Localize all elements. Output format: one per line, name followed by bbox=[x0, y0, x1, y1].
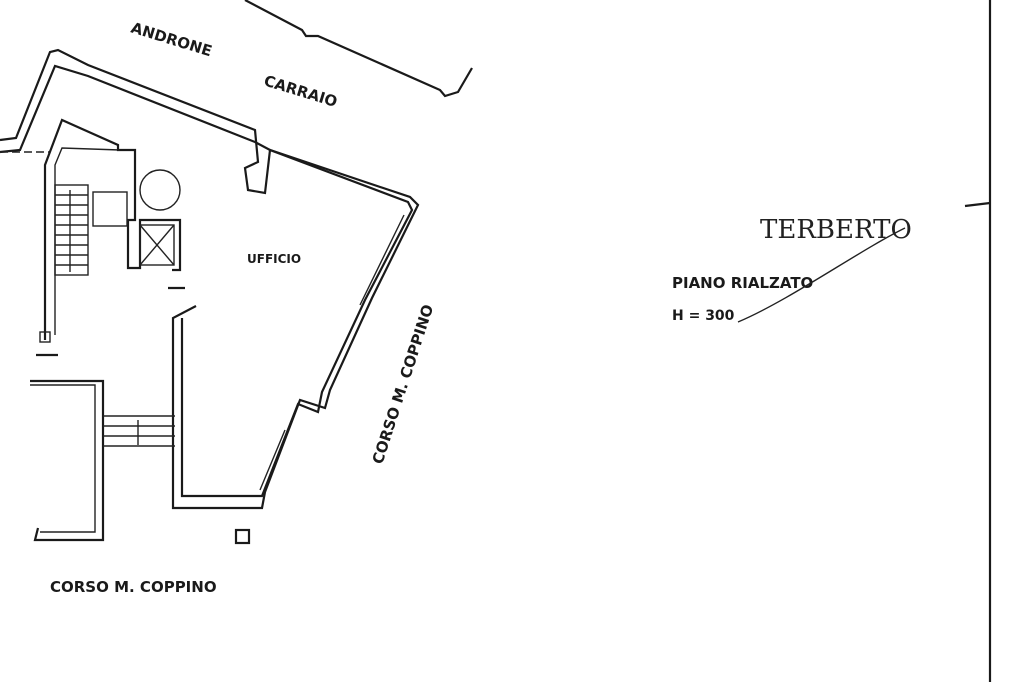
window bbox=[359, 214, 405, 306]
elevator-shaft bbox=[139, 224, 175, 266]
corridor-wall bbox=[244, 0, 473, 98]
room-label-ufficio: UFFICIO bbox=[247, 252, 301, 266]
label-height: H = 300 bbox=[672, 308, 735, 324]
staircase bbox=[54, 184, 89, 276]
pillar bbox=[39, 331, 51, 343]
stair-core-wall bbox=[43, 118, 182, 340]
window bbox=[259, 429, 286, 491]
landing-grid bbox=[92, 191, 128, 227]
label-floor: PIANO RIALZATO bbox=[672, 274, 813, 292]
label-street-bottom: CORSO M. COPPINO bbox=[50, 578, 217, 596]
lower-left-inner bbox=[30, 384, 96, 533]
border-tick bbox=[964, 201, 991, 208]
outer-wall bbox=[0, 48, 420, 510]
label-androne: ANDRONE bbox=[129, 19, 214, 61]
label-street-side: CORSO M. COPPINO bbox=[369, 302, 438, 466]
pillar bbox=[234, 528, 251, 545]
entrance-steps bbox=[103, 415, 175, 447]
lower-left-wall bbox=[30, 379, 105, 542]
tank-circle bbox=[139, 169, 181, 211]
label-carraio: CARRAIO bbox=[262, 72, 340, 111]
signature-stroke bbox=[737, 227, 906, 323]
inner-wall bbox=[0, 64, 414, 498]
signature: TERBERTO bbox=[760, 215, 912, 245]
